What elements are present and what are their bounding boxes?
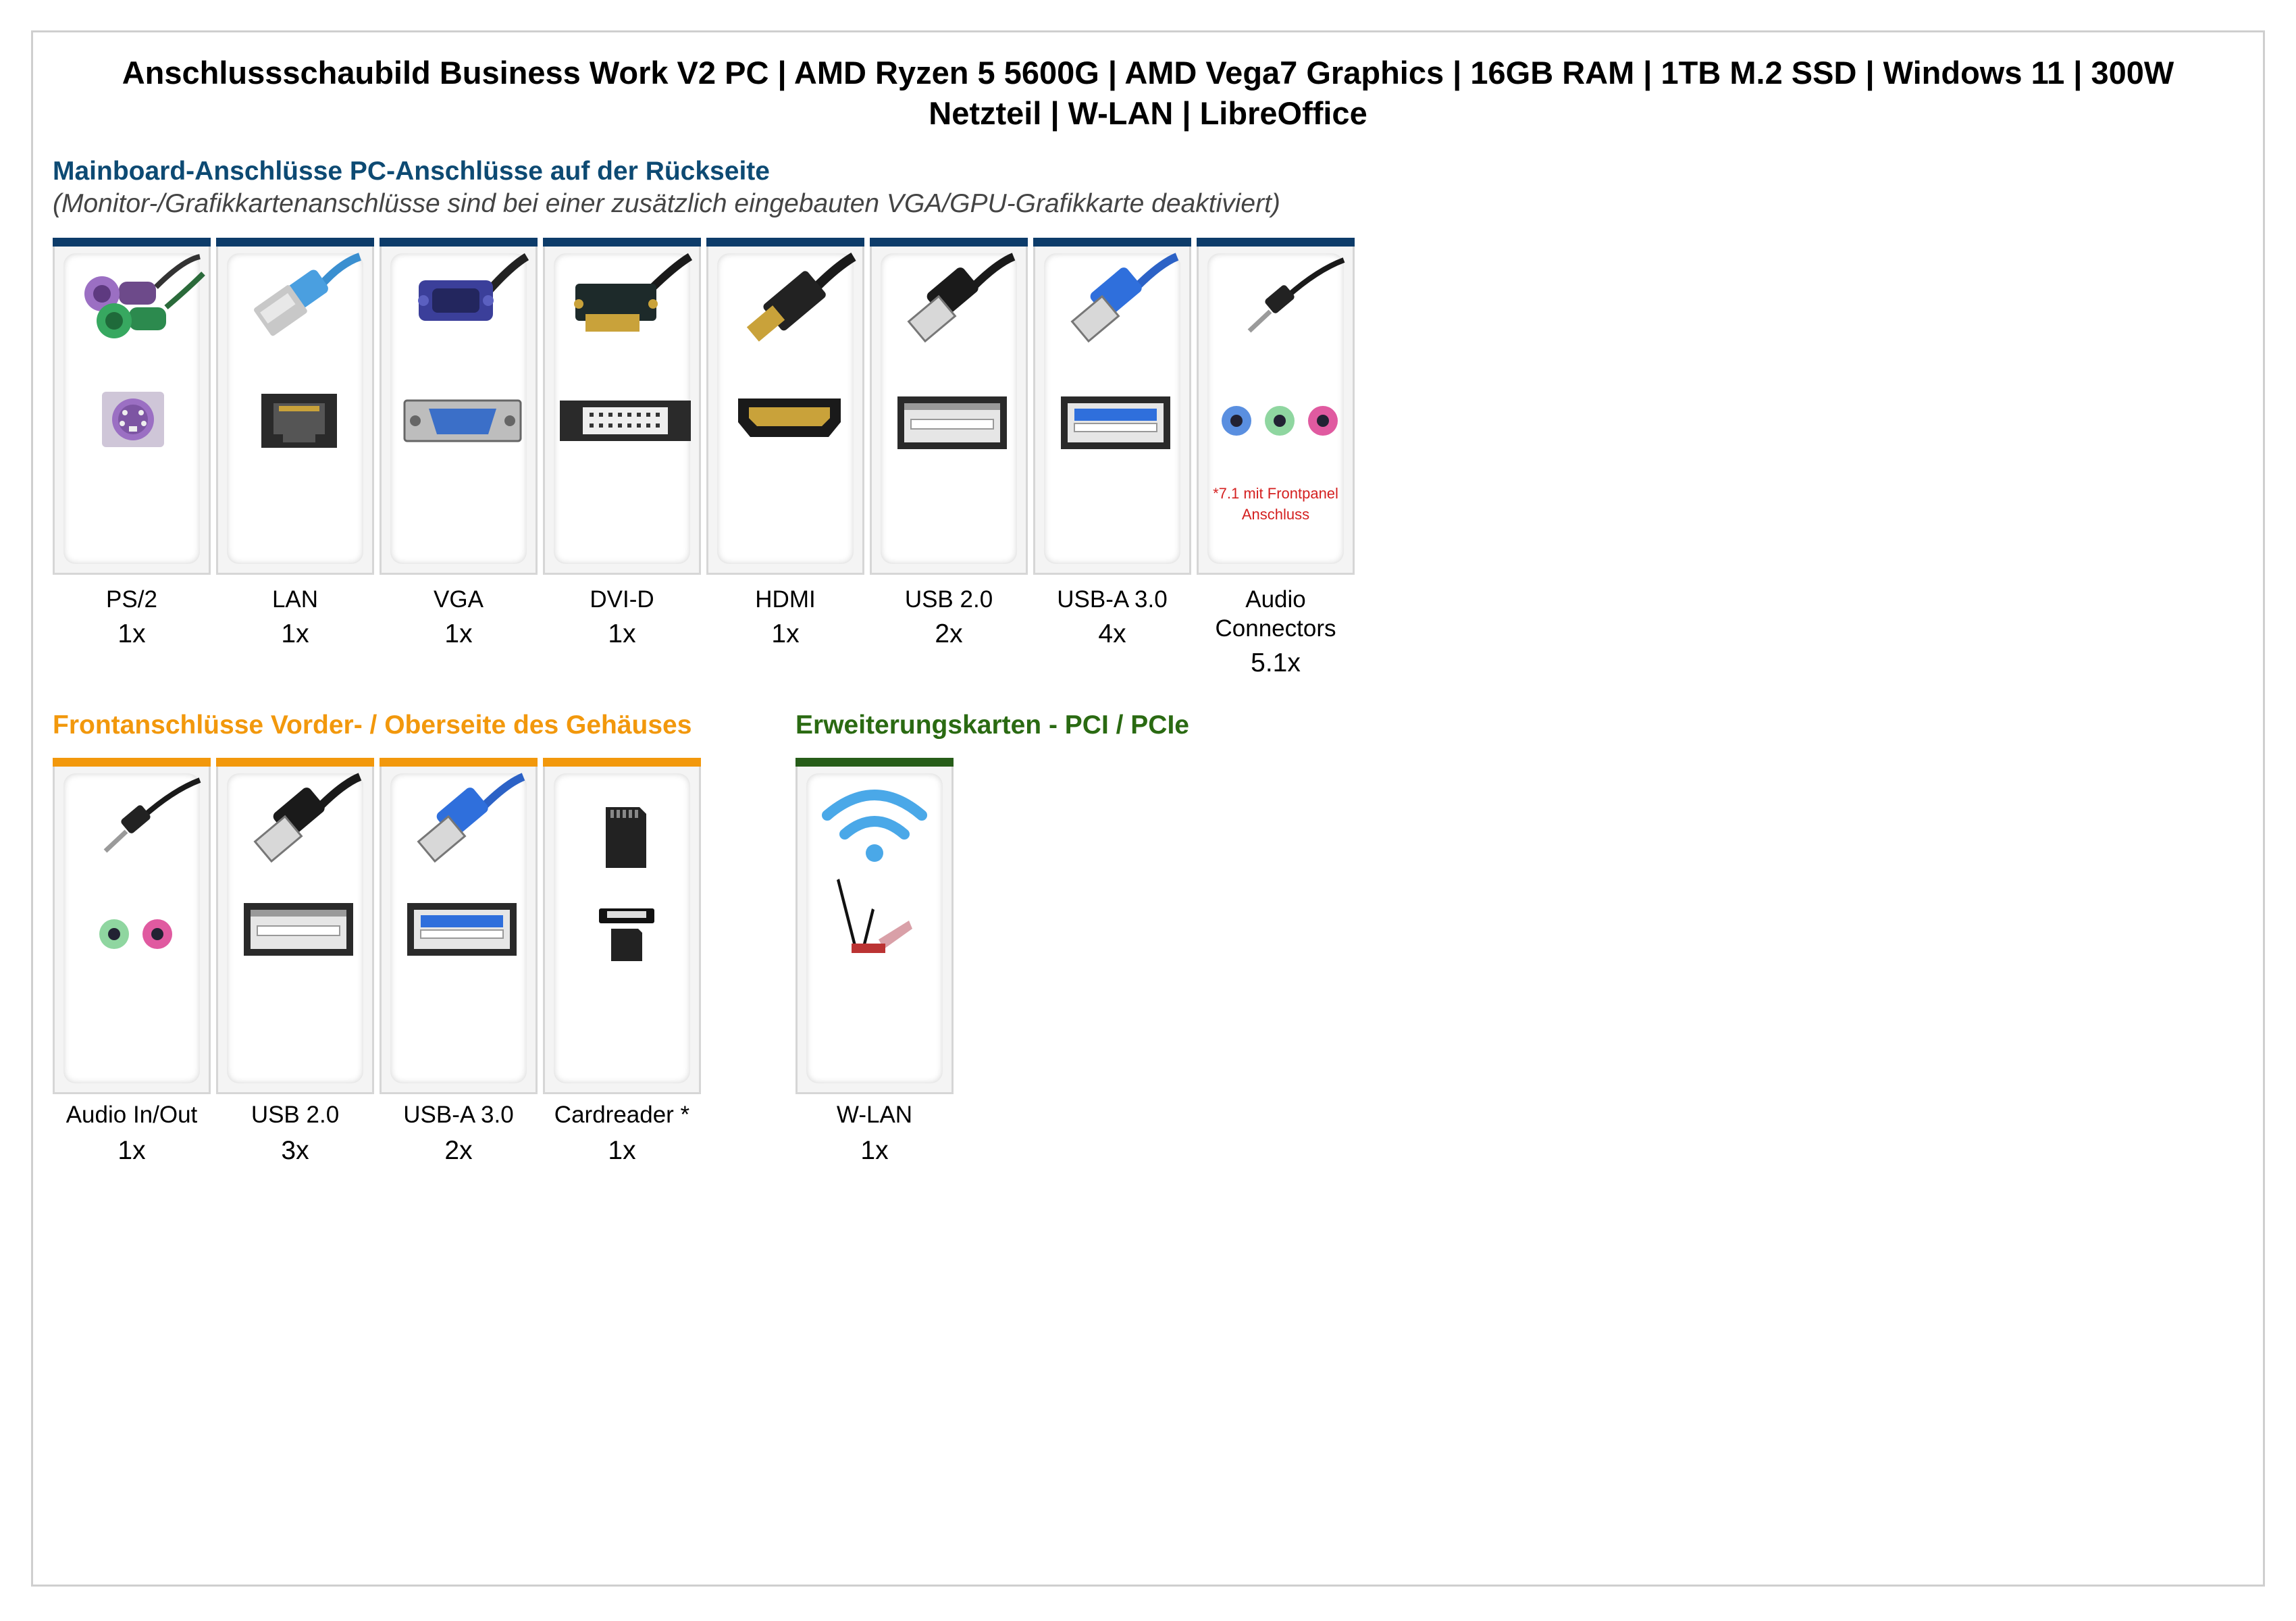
card-accent-bar — [216, 238, 374, 247]
card-accent-bar — [216, 758, 374, 767]
port-count: 1x — [771, 619, 800, 648]
card-accent-bar — [1033, 238, 1191, 247]
port-count: 1x — [118, 619, 146, 648]
wlan-icon — [822, 790, 927, 953]
port-label: USB 2.0 — [904, 586, 993, 613]
card-accent-bar — [870, 238, 1028, 247]
card-lan: LAN 1x — [216, 238, 374, 648]
card-wlan: W-LAN 1x — [795, 758, 954, 1165]
port-count: 1x — [118, 1136, 146, 1165]
port-count: 5.1x — [1251, 648, 1301, 677]
card-front-usb3: USB-A 3.0 2x — [380, 758, 538, 1165]
port-label: Audio In/Out — [66, 1102, 198, 1128]
card-accent-bar — [380, 758, 538, 767]
port-label: USB 2.0 — [251, 1102, 340, 1128]
dvi-connector-icon — [560, 253, 693, 441]
card-hdmi: HDMI 1x — [706, 238, 864, 648]
card-audio-connectors: *7.1 mit Frontpanel Anschluss Audio Conn… — [1197, 238, 1355, 677]
port-count: 1x — [860, 1136, 889, 1165]
port-label: Cardreader * — [554, 1102, 690, 1128]
vga-connector-icon — [403, 253, 529, 442]
port-label: DVI-D — [590, 586, 654, 613]
port-count: 1x — [608, 619, 636, 648]
front-section-heading: Frontanschlüsse Vorder- / Oberseite des … — [53, 711, 692, 740]
port-label: LAN — [271, 586, 319, 613]
card-accent-bar — [53, 238, 211, 247]
ps2-connector-icon — [84, 254, 205, 447]
port-count: 1x — [444, 619, 473, 648]
port-count: 3x — [281, 1136, 309, 1165]
card-front-audio: Audio In/Out 1x — [53, 758, 211, 1165]
card-usb2: USB 2.0 2x — [870, 238, 1028, 648]
usb3-connector-icon — [407, 773, 525, 956]
port-label: USB-A 3.0 — [1057, 586, 1168, 613]
port-label: USB-A 3.0 — [403, 1102, 514, 1128]
rear-section-note: (Monitor-/Grafikkartenanschlüsse sind be… — [53, 189, 1280, 218]
page-frame — [31, 30, 2265, 1587]
port-count: 1x — [608, 1136, 636, 1165]
card-accent-bar — [53, 758, 211, 767]
port-count: 1x — [281, 619, 309, 648]
port-label: PS/2 — [106, 586, 157, 613]
card-dvi: DVI-D 1x — [543, 238, 701, 648]
audio-jacks-icon — [1222, 257, 1345, 436]
port-label: Audio Connectors — [1215, 586, 1336, 642]
card-accent-bar — [543, 758, 701, 767]
card-usb3: USB-A 3.0 4x — [1033, 238, 1191, 648]
card-front-usb2: USB 2.0 3x — [216, 758, 374, 1165]
card-ps2: PS/2 1x — [53, 238, 211, 648]
lan-connector-icon — [254, 253, 362, 448]
rear-section-heading: Mainboard-Anschlüsse PC-Anschlüsse auf d… — [53, 157, 770, 186]
card-accent-bar — [795, 758, 954, 767]
port-count: 2x — [444, 1136, 473, 1165]
card-accent-bar — [706, 238, 864, 247]
expansion-section-heading: Erweiterungskarten - PCI / PCIe — [795, 711, 1190, 740]
hdmi-connector-icon — [738, 252, 856, 437]
usb2-connector-icon — [897, 253, 1016, 449]
port-label: HDMI — [755, 586, 816, 613]
usb2-connector-icon — [244, 773, 362, 956]
page-title: Anschlussschaubild Business Work V2 PC |… — [122, 55, 2174, 131]
card-vga: VGA 1x — [380, 238, 538, 648]
card-cardreader: Cardreader * 1x — [543, 758, 701, 1165]
audio-jacks-icon — [99, 777, 201, 949]
usb3-connector-icon — [1061, 253, 1179, 449]
audio-footnote: *7.1 mit Frontpanel Anschluss — [1213, 485, 1338, 523]
port-count: 4x — [1098, 619, 1126, 648]
cardreader-icon — [599, 807, 654, 961]
port-count: 2x — [935, 619, 963, 648]
port-label: VGA — [434, 586, 484, 613]
card-accent-bar — [1197, 238, 1355, 247]
port-label: W-LAN — [836, 1102, 913, 1128]
card-accent-bar — [543, 238, 701, 247]
card-accent-bar — [380, 238, 538, 247]
